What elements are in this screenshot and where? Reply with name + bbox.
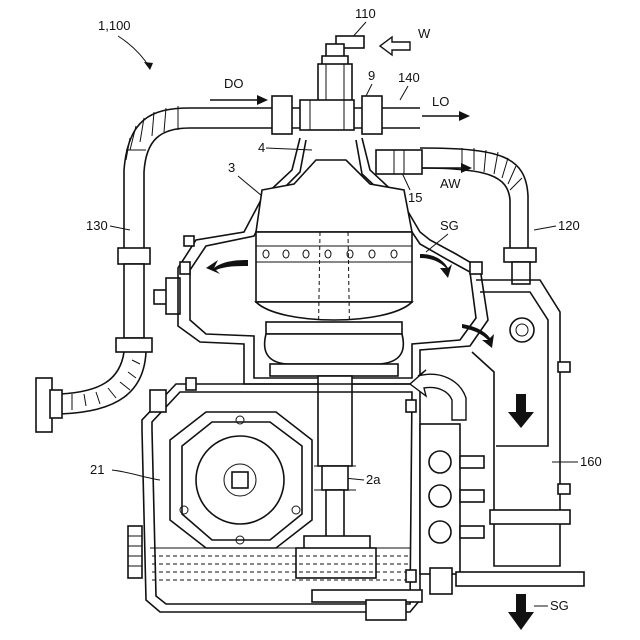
lower-frame [128,384,422,620]
leader-3 [238,176,262,196]
label-W: W [418,26,431,41]
gear-housing-21 [170,412,312,548]
label-140: 140 [398,70,420,85]
leader-120 [534,226,556,230]
label-110: 110 [355,6,376,21]
leader-140 [400,86,408,100]
water-inlet-arrow [380,37,410,55]
label-9: 9 [368,68,375,83]
do-flow-arrowhead [257,95,268,105]
label-160: 160 [580,454,602,469]
label-120: 120 [558,218,580,233]
label-130: 130 [86,218,108,233]
label-2a: 2a [366,472,381,487]
label-15: 15 [408,190,422,205]
hose-130 [36,106,190,432]
label-SG-bottom: SG [550,598,569,613]
label-21: 21 [90,462,104,477]
label-4: 4 [258,140,265,155]
separator-bowl [256,160,412,376]
inlet-110 [318,36,364,104]
label-SG-top: SG [440,218,459,233]
aw-flow-arrowhead [461,163,472,173]
lo-flow-arrowhead [459,111,470,121]
pipe-15 [376,150,422,174]
label-1100: 1,100 [98,18,131,33]
leader-130 [110,226,130,230]
label-AW: AW [440,176,461,191]
leader-1100-arrowhead [144,62,153,70]
label-3: 3 [228,160,235,175]
label-DO: DO [224,76,244,91]
pipe-140 [190,96,420,134]
label-LO: LO [432,94,449,109]
